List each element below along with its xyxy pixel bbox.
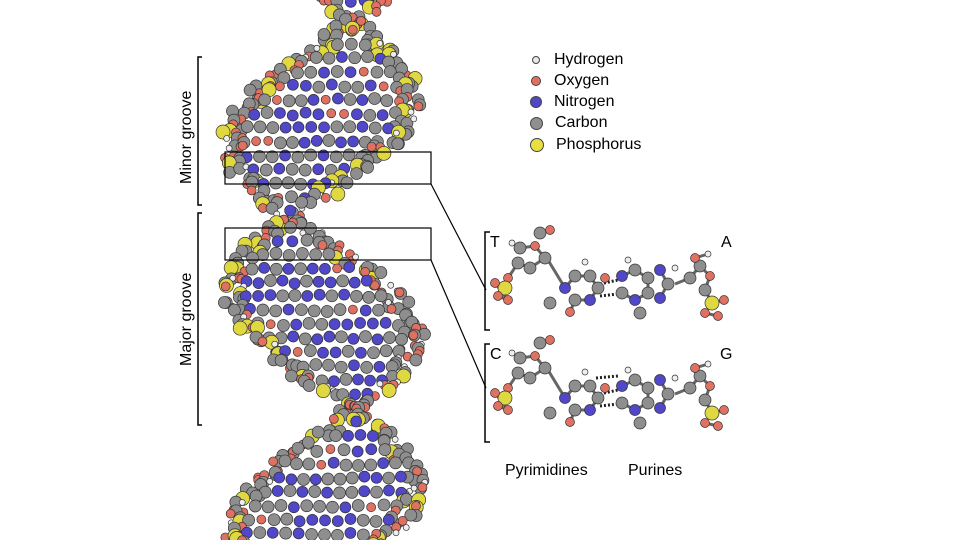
- pair-atom: [584, 380, 596, 392]
- pair-atom: [642, 287, 654, 299]
- pair-atom: [701, 309, 710, 318]
- pair-atom: [566, 418, 575, 427]
- base-c-label: C: [490, 346, 502, 364]
- pyrimidines-caption: Pyrimidines: [505, 462, 588, 480]
- hydrogen-bond: [600, 404, 618, 406]
- base-g-label: G: [720, 346, 732, 364]
- pair-atom: [585, 295, 596, 306]
- pair-atom: [560, 393, 571, 404]
- pair-atom: [504, 296, 513, 305]
- purines-caption: Purines: [628, 462, 682, 480]
- pair-atom: [629, 264, 641, 276]
- pair-atom: [629, 374, 641, 386]
- pair-atom: [705, 251, 711, 257]
- pair-atom: [714, 312, 723, 321]
- pair-atom: [714, 422, 723, 431]
- pair-atom: [634, 307, 646, 319]
- pair-atom: [655, 403, 666, 414]
- pair-atom: [616, 397, 628, 409]
- pair-atom: [534, 227, 546, 239]
- pair-atom: [705, 361, 711, 367]
- pair-atom: [544, 407, 556, 419]
- pair-atom: [584, 270, 596, 282]
- pair-atom: [539, 252, 551, 264]
- pair-atom: [699, 284, 711, 296]
- pair-atom: [684, 382, 696, 394]
- pair-atom: [531, 352, 540, 361]
- pair-atom: [569, 404, 581, 416]
- pair-atom: [524, 372, 536, 384]
- pair-atom: [566, 308, 575, 317]
- pair-atom: [655, 265, 666, 276]
- pair-atom: [546, 336, 555, 345]
- pair-atom: [625, 257, 631, 263]
- base-a-label: A: [721, 234, 732, 252]
- pair-atom: [616, 287, 628, 299]
- pair-atom: [494, 292, 503, 301]
- pair-atom: [585, 405, 596, 416]
- pair-atom: [720, 406, 729, 415]
- pair-atom: [720, 296, 729, 305]
- pair-atom: [630, 295, 641, 306]
- pair-atom: [524, 262, 536, 274]
- pair-atom: [705, 296, 719, 310]
- pair-atom: [705, 406, 719, 420]
- pair-atom: [539, 362, 551, 374]
- pair-atom: [514, 242, 526, 254]
- pair-atom: [617, 271, 628, 282]
- pair-atom: [662, 388, 674, 400]
- pair-atom: [569, 294, 581, 306]
- pair-atom: [691, 364, 700, 373]
- pair-atom: [491, 279, 500, 288]
- pair-atom: [672, 265, 678, 271]
- pair-atom: [601, 384, 610, 393]
- pair-atom: [601, 274, 610, 283]
- pair-atom: [699, 394, 711, 406]
- pair-atom: [672, 375, 678, 381]
- hydrogen-bond: [600, 294, 618, 296]
- pair-atom: [582, 259, 588, 265]
- pair-atom: [642, 272, 654, 284]
- pair-atom: [509, 350, 515, 356]
- pair-atom: [706, 382, 715, 391]
- pair-atom: [560, 283, 571, 294]
- pair-atom: [491, 389, 500, 398]
- pair-atom: [509, 240, 515, 246]
- pair-atom: [630, 405, 641, 416]
- pair-atom: [684, 272, 696, 284]
- pair-atom: [655, 293, 666, 304]
- pair-atom: [546, 226, 555, 235]
- pair-atom: [592, 392, 604, 404]
- pair-atom: [701, 419, 710, 428]
- pair-atom: [569, 380, 581, 392]
- pair-atom: [592, 282, 604, 294]
- pair-atom: [634, 417, 646, 429]
- pair-atom: [662, 278, 674, 290]
- pair-atom: [582, 369, 588, 375]
- pair-atom: [534, 337, 546, 349]
- pair-atom: [642, 397, 654, 409]
- pair-atom: [655, 375, 666, 386]
- pair-atom: [544, 297, 556, 309]
- pair-atom: [494, 402, 503, 411]
- pair-atom: [617, 381, 628, 392]
- pair-atom: [691, 254, 700, 263]
- pair-atom: [504, 406, 513, 415]
- pair-atom: [514, 352, 526, 364]
- pair-atom: [625, 367, 631, 373]
- pair-atom: [512, 257, 524, 269]
- hydrogen-bond: [596, 376, 618, 378]
- pair-atom: [531, 242, 540, 251]
- base-t-label: T: [490, 234, 500, 252]
- pair-atom: [569, 270, 581, 282]
- pair-atom: [512, 367, 524, 379]
- pair-atom: [642, 382, 654, 394]
- pair-atom: [706, 272, 715, 281]
